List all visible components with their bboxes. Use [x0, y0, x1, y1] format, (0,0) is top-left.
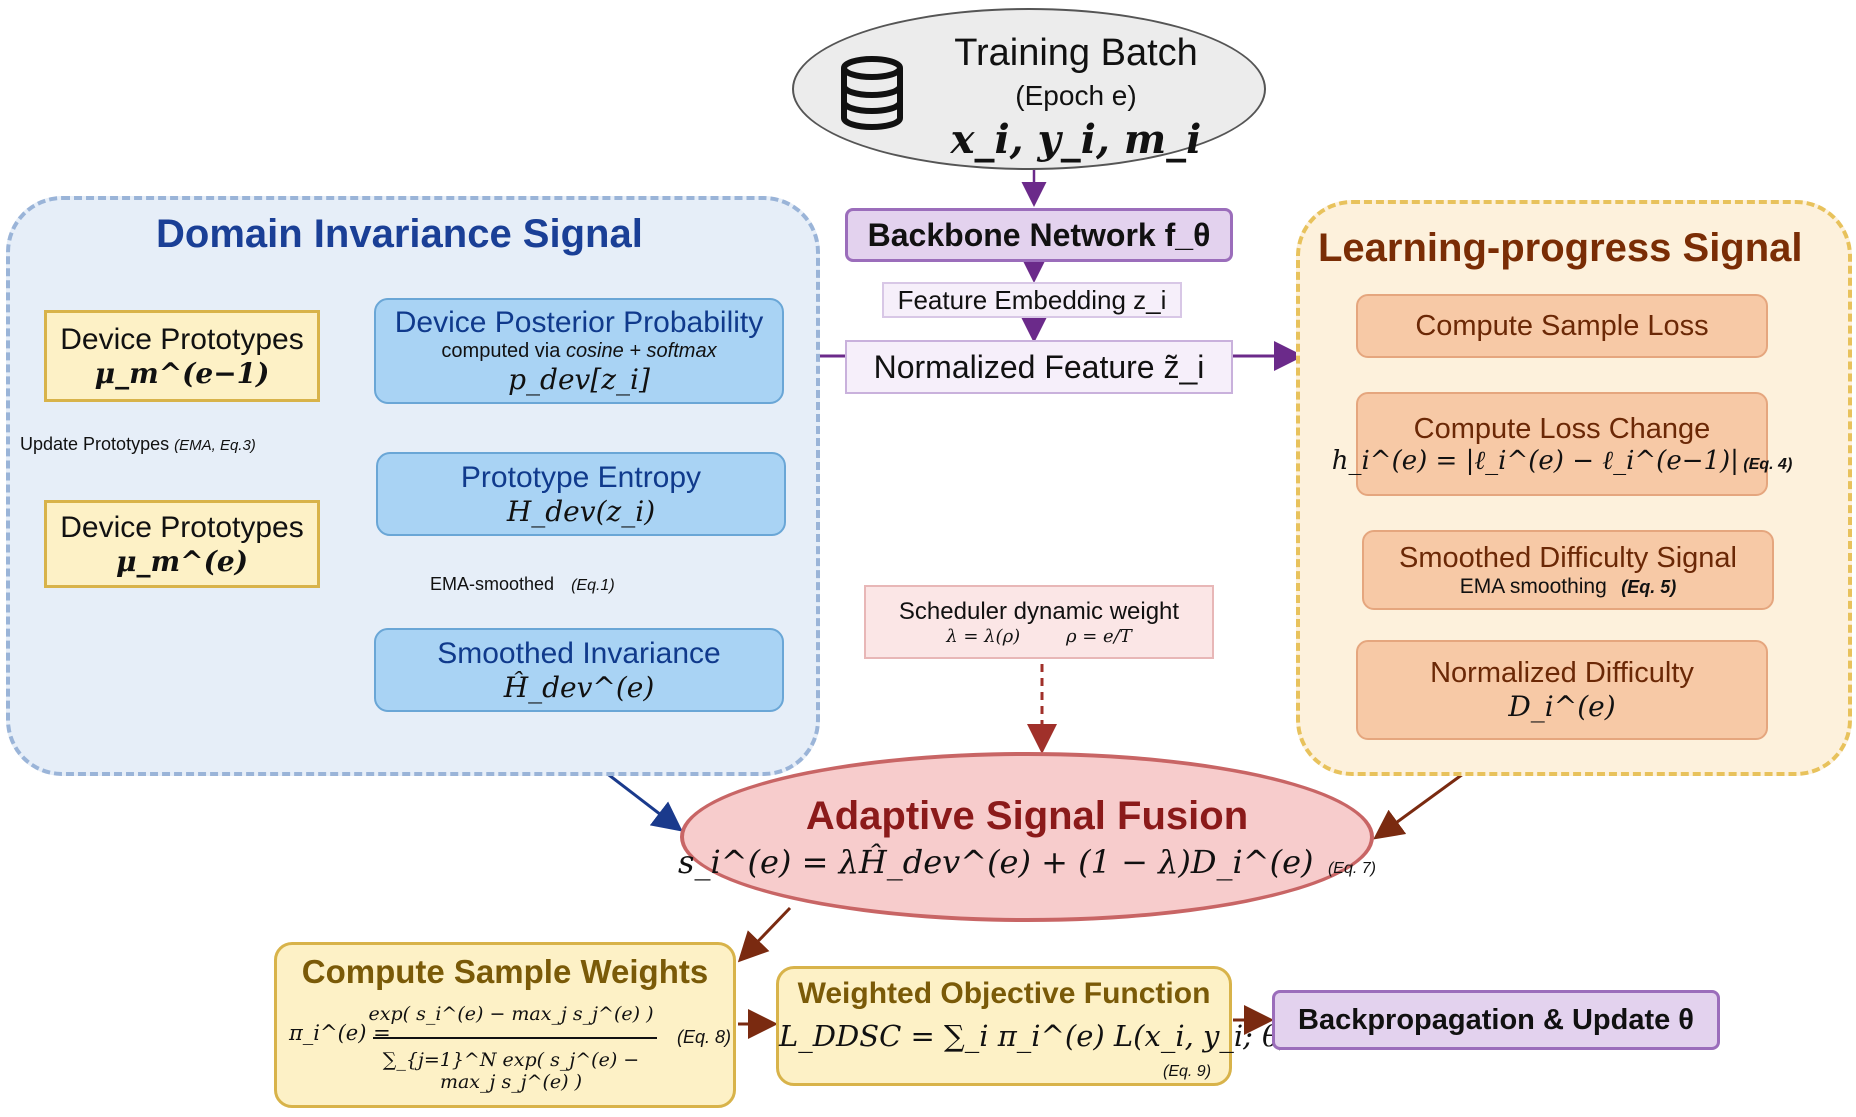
device-posterior-eq: p_dev[z_i] [508, 363, 650, 396]
weighted-objective-title: Weighted Objective Function [797, 977, 1211, 1010]
ema-smoothed-ref: (Eq.1) [571, 577, 615, 594]
scheduler-box: Scheduler dynamic weight λ = λ(ρ) ρ = e/… [864, 585, 1214, 659]
backbone-network-label: Backbone Network f_θ [867, 216, 1211, 253]
smoothed-difficulty-ref: (Eq. 5) [1621, 576, 1677, 597]
compute-sample-weights-box: Compute Sample Weights π_i^(e) = exp( s_… [274, 942, 736, 1108]
device-posterior-box: Device Posterior Probability computed vi… [374, 298, 784, 404]
device-posterior-subtitle: computed via cosine + softmax [441, 340, 716, 363]
fusion-eq: s_i^(e) = λĤ_dev^(e) + (1 − λ)D_i^(e) [678, 842, 1314, 881]
normalized-difficulty-box: Normalized Difficulty D_i^(e) [1356, 640, 1768, 740]
scheduler-equation: λ = λ(ρ) ρ = e/T [946, 625, 1132, 647]
feature-embedding-box: Feature Embedding z_i [882, 282, 1182, 318]
weights-eq-lhs: π_i^(e) = [289, 1021, 391, 1045]
prototype-entropy-title: Prototype Entropy [460, 460, 702, 494]
domain-invariance-panel: Domain Invariance Signal Device Prototyp… [6, 196, 820, 776]
scheduler-title: Scheduler dynamic weight [898, 597, 1180, 625]
smoothed-difficulty-label: Smoothed Difficulty Signal [1399, 541, 1737, 574]
ema-smoothed-label: EMA-smoothed (Eq.1) [430, 574, 670, 595]
smoothed-difficulty-box: Smoothed Difficulty Signal EMA smoothing… [1362, 530, 1774, 610]
training-batch-subtitle: (Epoch e) [1015, 80, 1137, 111]
device-prototypes-prev-label: Device Prototypes [60, 322, 304, 356]
compute-loss-change-label: Compute Loss Change [1413, 412, 1711, 445]
compute-loss-change-eq-row: h_i^(e) = |ℓ_i^(e) − ℓ_i^(e−1)| (Eq. 4) [1332, 446, 1793, 476]
compute-loss-change-eq: h_i^(e) = |ℓ_i^(e) − ℓ_i^(e−1)| [1331, 445, 1739, 476]
backprop-update-box: Backpropagation & Update θ [1272, 990, 1720, 1050]
domain-panel-title: Domain Invariance Signal [156, 212, 643, 256]
backbone-network-box: Backbone Network f_θ [845, 208, 1233, 262]
prototype-entropy-eq: H_dev(z_i) [506, 494, 656, 528]
device-prototypes-curr-label: Device Prototypes [60, 510, 304, 544]
device-posterior-subtitle-pre: computed via [441, 340, 566, 362]
device-posterior-title: Device Posterior Probability [394, 306, 764, 339]
fusion-eq-row: s_i^(e) = λĤ_dev^(e) + (1 − λ)D_i^(e) (E… [678, 843, 1376, 881]
training-batch-title: Training Batch [954, 32, 1198, 74]
database-icon [841, 56, 903, 130]
backprop-update-label: Backpropagation & Update θ [1298, 1003, 1694, 1036]
weights-ref: (Eq. 8) [677, 1027, 732, 1047]
device-prototypes-curr-eq: μ_m^(e) [116, 544, 248, 578]
compute-loss-change-ref: (Eq. 4) [1743, 455, 1793, 473]
normalized-feature-label: Normalized Feature z̃_i [873, 348, 1205, 385]
learning-panel-title: Learning-progress Signal [1318, 226, 1803, 270]
smoothed-difficulty-sub: EMA smoothing [1459, 574, 1607, 598]
smoothed-invariance-eq: Ĥ_dev^(e) [503, 670, 655, 704]
update-prototypes-text: Update Prototypes [20, 434, 170, 454]
compute-loss-change-box: Compute Loss Change h_i^(e) = |ℓ_i^(e) −… [1332, 392, 1792, 496]
arrow-domain-to-fusion [604, 770, 683, 832]
training-batch-vars-text: x_i, y_i, m_i [950, 116, 1202, 163]
prototype-entropy-box: Prototype Entropy H_dev(z_i) [376, 452, 786, 536]
device-prototypes-prev-box: Device Prototypes μ_m^(e−1) [44, 310, 320, 402]
training-batch-node: Training Batch (Epoch e) x_i, y_i, m_i [792, 8, 1266, 170]
weighted-objective-eq: L_DDSC = ∑_i π_i^(e) L(x_i, y_i; θ) [779, 1019, 1291, 1053]
normalized-difficulty-eq: D_i^(e) [1508, 690, 1616, 723]
device-prototypes-prev-eq: μ_m^(e−1) [94, 356, 270, 390]
adaptive-signal-fusion-node: Adaptive Signal Fusion s_i^(e) = λĤ_dev^… [678, 752, 1376, 922]
ema-smoothed-text: EMA-smoothed [430, 574, 555, 594]
normalized-feature-box: Normalized Feature z̃_i [845, 340, 1233, 394]
weights-eq-numerator: exp( s_i^(e) − max_j s_j^(e) ) [368, 1003, 654, 1025]
update-prototypes-label: Update Prototypes (EMA, Eq.3) [20, 434, 320, 455]
smoothed-invariance-title: Smoothed Invariance [437, 636, 721, 670]
normalized-difficulty-label: Normalized Difficulty [1430, 657, 1694, 689]
feature-embedding-label: Feature Embedding z_i [897, 284, 1167, 315]
learning-progress-panel: Learning-progress Signal Compute Sample … [1296, 200, 1852, 776]
fusion-ref: (Eq. 7) [1327, 859, 1376, 877]
smoothed-invariance-box: Smoothed Invariance Ĥ_dev^(e) [374, 628, 784, 712]
device-posterior-subtitle-em: cosine + softmax [565, 340, 717, 362]
smoothed-difficulty-sub-row: EMA smoothing (Eq. 5) [1460, 575, 1677, 599]
fusion-title: Adaptive Signal Fusion [805, 793, 1249, 838]
compute-sample-loss-label: Compute Sample Loss [1415, 309, 1709, 342]
weights-eq-fraction-bar [373, 1037, 657, 1039]
arrow-fusion-to-weights [737, 906, 792, 963]
compute-sample-loss-box: Compute Sample Loss [1356, 294, 1768, 358]
device-prototypes-curr-box: Device Prototypes μ_m^(e) [44, 500, 320, 588]
training-batch-vars: x_i, y_i, m_i [926, 116, 1226, 163]
arrow-learning-to-fusion [1373, 772, 1464, 840]
weights-eq-denominator: ∑_{j=1}^N exp( s_j^(e) − max_j s_j^(e) ) [382, 1049, 640, 1093]
weighted-objective-ref: (Eq. 9) [1163, 1063, 1212, 1080]
update-prototypes-ref: (EMA, Eq.3) [174, 437, 256, 454]
compute-sample-weights-title: Compute Sample Weights [301, 953, 709, 990]
weighted-objective-box: Weighted Objective Function L_DDSC = ∑_i… [776, 966, 1291, 1086]
